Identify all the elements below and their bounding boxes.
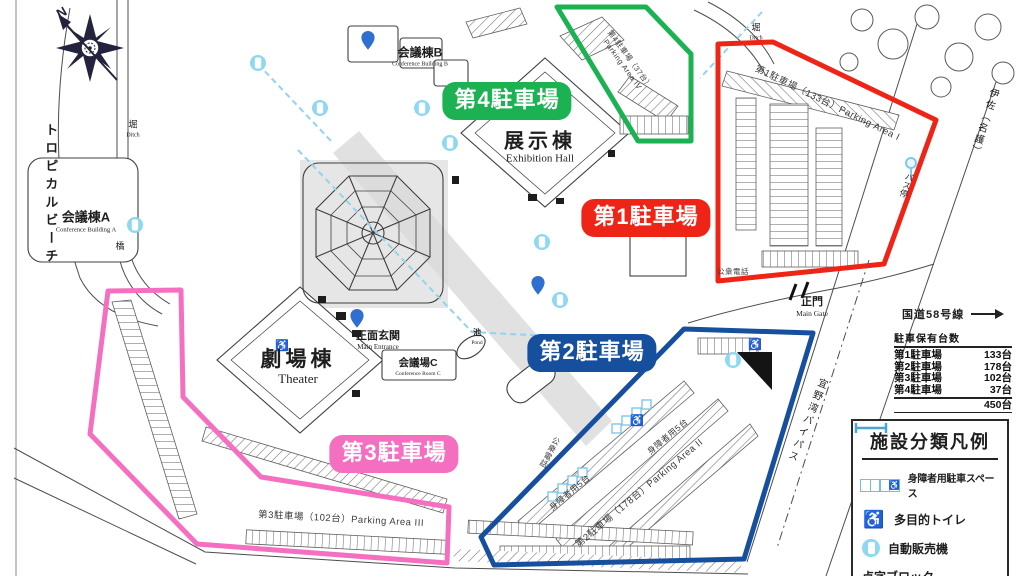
theater-label: 劇場棟 Theater <box>260 347 336 386</box>
parking-3-badge: 第3駐車場 <box>329 435 459 473</box>
legend-item: 自動販売機 <box>862 539 998 557</box>
svg-text:♿: ♿ <box>630 414 644 427</box>
location-pin-icons <box>350 31 545 328</box>
svg-text:♿: ♿ <box>748 338 762 351</box>
exhibition-hall-label: 展示棟 Exhibition Hall <box>504 130 576 166</box>
ramp-wedge <box>737 352 772 390</box>
zone-parking-1-outline <box>715 39 939 284</box>
north-arrow <box>63 21 118 81</box>
handicap-space-boxes <box>547 399 652 502</box>
central-dome <box>302 162 444 304</box>
wheelchair-parking-icon: ♿ <box>860 478 900 492</box>
compass-rose <box>56 14 124 82</box>
trees <box>839 4 1015 98</box>
parking-2-badge: 第2駐車場 <box>527 334 657 372</box>
conference-a-outline <box>27 157 139 263</box>
bus-stop-icon <box>905 157 917 180</box>
zone-parking-4-outline <box>554 4 694 144</box>
legend-item: 点字ブロック <box>854 423 998 576</box>
legend-item: ♿ 身障者用駐車スペース <box>860 470 998 500</box>
legend-item-label: 点字ブロック <box>862 568 934 576</box>
legend-item-label: 多目的トイレ <box>894 513 967 527</box>
svg-text:♿: ♿ <box>275 339 289 352</box>
buildings <box>27 25 687 434</box>
legend-item-label: 身障者用駐車スペース <box>907 474 995 500</box>
legend-item-label: 自動販売機 <box>888 541 949 556</box>
conference-b-label: 会議棟B Conference Building B <box>392 45 448 68</box>
vending-machine-icon <box>862 539 880 557</box>
legend-item: ♿ 多目的トイレ <box>862 511 998 528</box>
pond-label: 池 Pond <box>471 327 483 346</box>
ditch-left-label: 堀 Ditch <box>126 119 140 139</box>
tropical-beach-label: トロピカルビーチ <box>43 123 59 267</box>
conference-b-outline <box>347 25 399 63</box>
parking-4-badge: 第4駐車場 <box>442 82 572 120</box>
vending-machine-icons <box>127 55 741 368</box>
pond-outline <box>456 334 486 360</box>
ditch-top-label: 堀 Ditch <box>749 22 763 42</box>
wheelchair-icons: ♿ ♿ ♿ <box>275 338 762 427</box>
zone-parking-3-outline <box>87 287 452 566</box>
route-58-label: 国道58号線 <box>902 306 1005 322</box>
braille-block-icon <box>854 423 888 433</box>
accessible-toilet-icon: ♿ <box>863 510 885 529</box>
bridge-label: 橋 <box>115 240 125 251</box>
right-arrow-icon <box>971 309 1005 319</box>
zone-parking-2-outline <box>478 326 816 568</box>
main-gate-mark <box>788 281 810 301</box>
conference-a-label: 会議棟A Conference Building A <box>55 209 117 234</box>
main-entrance-label: 正面玄関 Main Entrance <box>356 330 400 352</box>
public-phone-label-p1: 公衆電話 <box>717 266 749 276</box>
parking-1-badge: 第1駐車場 <box>581 199 711 237</box>
conference-c-label: 会議場C Conference Room C <box>395 356 441 377</box>
conference-c-outline <box>381 349 457 381</box>
capacity-table-title: 駐車保有台数 <box>894 330 1012 348</box>
capacity-total: 450台 <box>894 399 1012 413</box>
facility-legend: 施設分類凡例 ♿ 身障者用駐車スペース ♿ 多目的トイレ 自動販売機 点字ブロッ… <box>851 419 1009 576</box>
legend-title: 施設分類凡例 <box>862 428 998 460</box>
main-gate-label: 正門 Main Gate <box>796 295 828 318</box>
